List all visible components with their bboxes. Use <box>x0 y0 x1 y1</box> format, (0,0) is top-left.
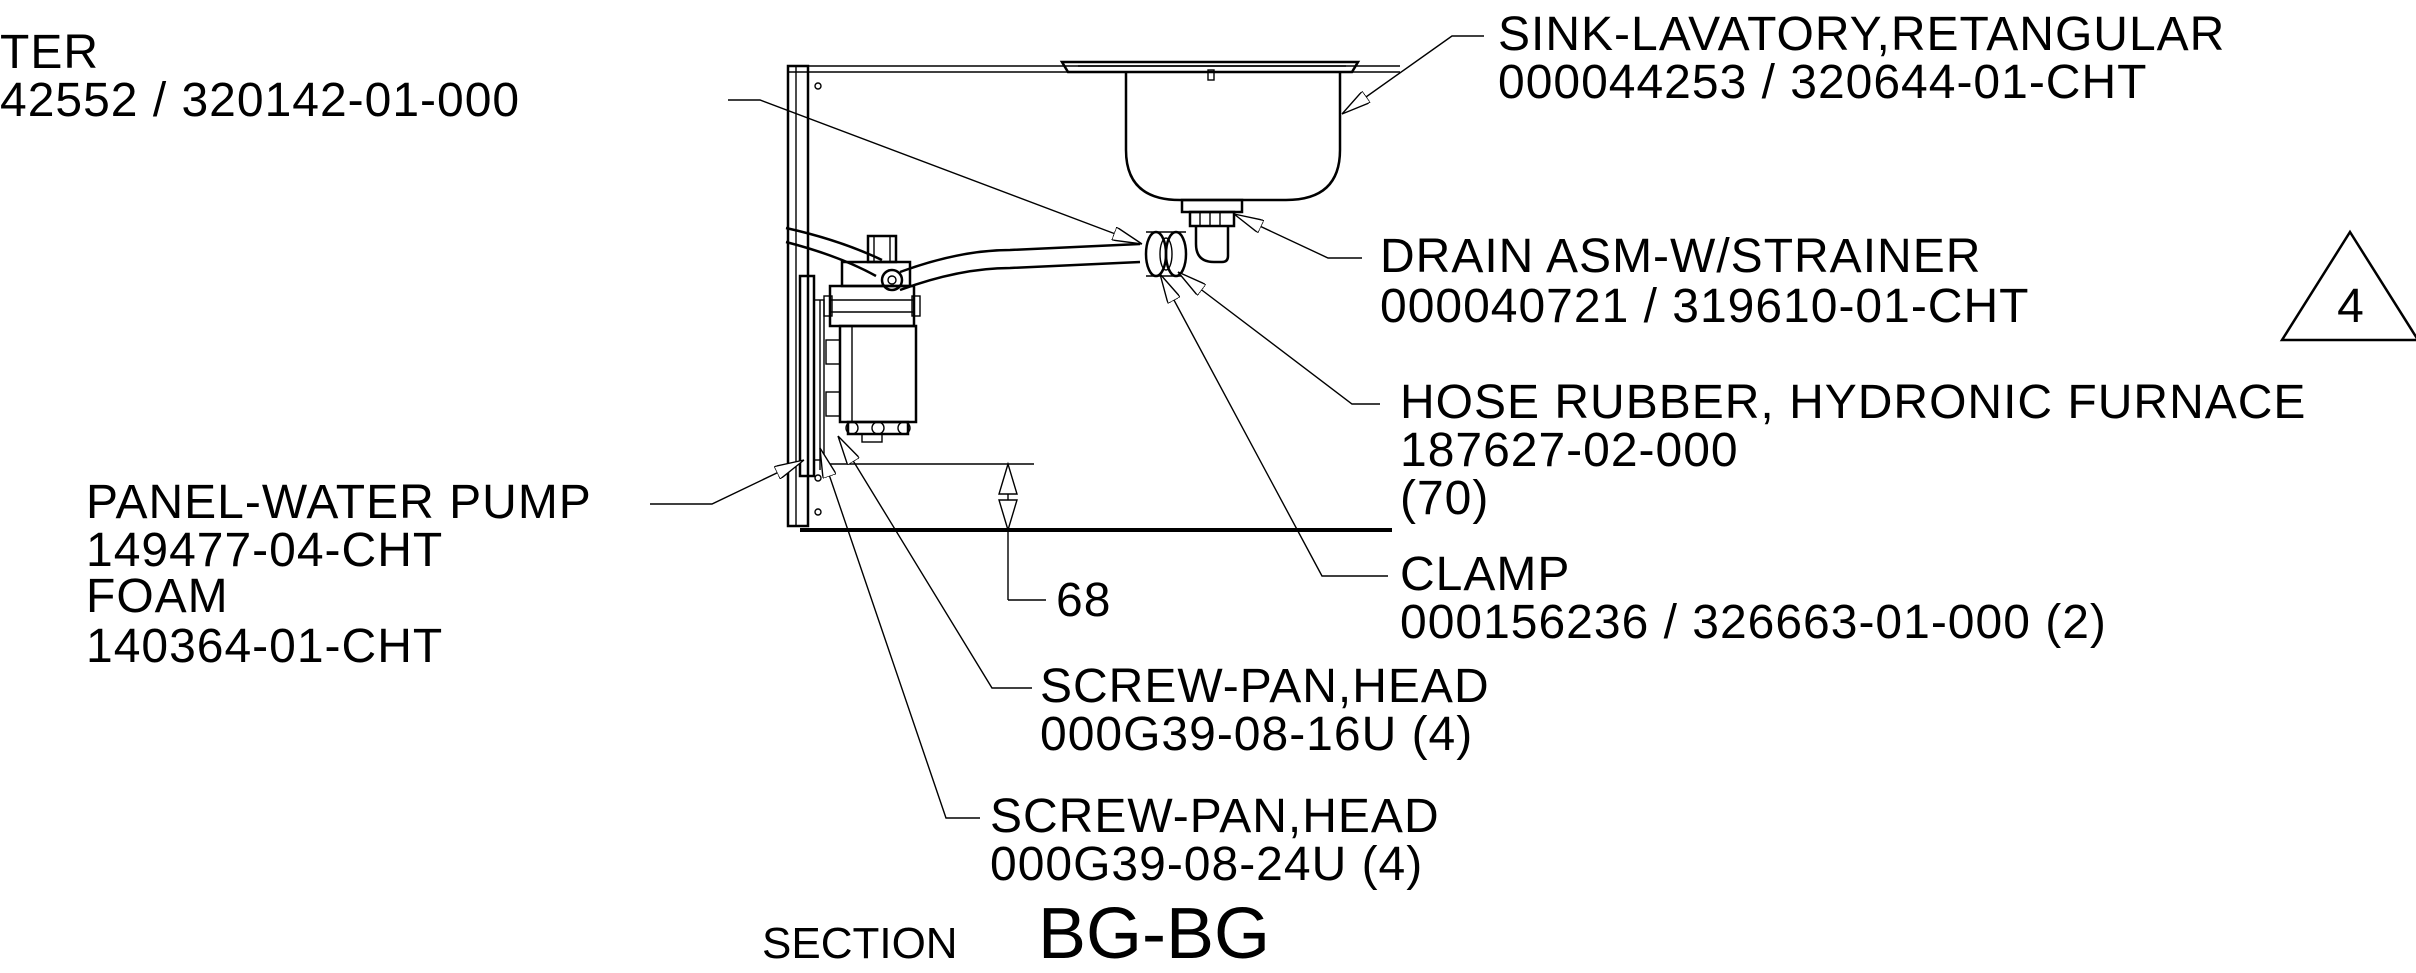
section-title: SECTION BG-BG <box>762 894 1270 973</box>
callout-filter: TER 42552 / 320142-01-000 <box>0 26 520 127</box>
section-prefix: SECTION <box>762 919 958 968</box>
callout-clamp: CLAMP 000156236 / 326663-01-000 (2) <box>1400 548 2107 649</box>
foam-label: FOAM <box>86 570 229 623</box>
leader-lines <box>650 35 1484 819</box>
dimension-68 <box>830 461 1046 601</box>
foam-part-number: 140364-01-CHT <box>86 620 443 673</box>
panel-part-number: 149477-04-CHT <box>86 524 443 577</box>
callout-panel: PANEL-WATER PUMP 149477-04-CHT FOAM 1403… <box>86 476 592 673</box>
clamp-label: CLAMP <box>1400 548 1570 601</box>
callout-hose: HOSE RUBBER, HYDRONIC FURNACE 187627-02-… <box>1400 376 2306 525</box>
water-pump <box>823 234 921 443</box>
sink-part-number: 000044253 / 320644-01-CHT <box>1498 56 2147 109</box>
hose-label: HOSE RUBBER, HYDRONIC FURNACE <box>1400 376 2306 429</box>
callout-sink: SINK-LAVATORY,RETANGULAR 000044253 / 320… <box>1498 8 2225 109</box>
hose-length: (70) <box>1400 472 1489 525</box>
screw-16u-label: SCREW-PAN,HEAD <box>1040 660 1490 713</box>
filter-part-number: 42552 / 320142-01-000 <box>0 74 520 127</box>
cabinet-structure <box>786 64 1400 532</box>
clamp-part-number: 000156236 / 326663-01-000 (2) <box>1400 596 2107 649</box>
dimension-value: 68 <box>1056 574 1111 627</box>
filter-label: TER <box>0 26 99 79</box>
drain-part-number: 000040721 / 319610-01-CHT <box>1380 280 2029 333</box>
revision-number: 4 <box>2337 280 2365 333</box>
section-id: BG-BG <box>1038 894 1270 973</box>
sink-label: SINK-LAVATORY,RETANGULAR <box>1498 8 2225 61</box>
panel-label: PANEL-WATER PUMP <box>86 476 592 529</box>
sink-body <box>1059 60 1361 264</box>
revision-triangle: 4 <box>2279 229 2416 342</box>
screw-24u-part-number: 000G39-08-24U (4) <box>990 838 1423 891</box>
callout-dimension: 68 <box>1056 574 1111 627</box>
screw-24u-label: SCREW-PAN,HEAD <box>990 790 1440 843</box>
drain-label: DRAIN ASM-W/STRAINER <box>1380 230 1981 283</box>
callout-screw-24u: SCREW-PAN,HEAD 000G39-08-24U (4) <box>990 790 1440 891</box>
callout-drain: DRAIN ASM-W/STRAINER 000040721 / 319610-… <box>1380 230 2029 333</box>
callout-screw-16u: SCREW-PAN,HEAD 000G39-08-16U (4) <box>1040 660 1490 761</box>
hose-part-number: 187627-02-000 <box>1400 424 1739 477</box>
screw-16u-part-number: 000G39-08-16U (4) <box>1040 708 1473 761</box>
